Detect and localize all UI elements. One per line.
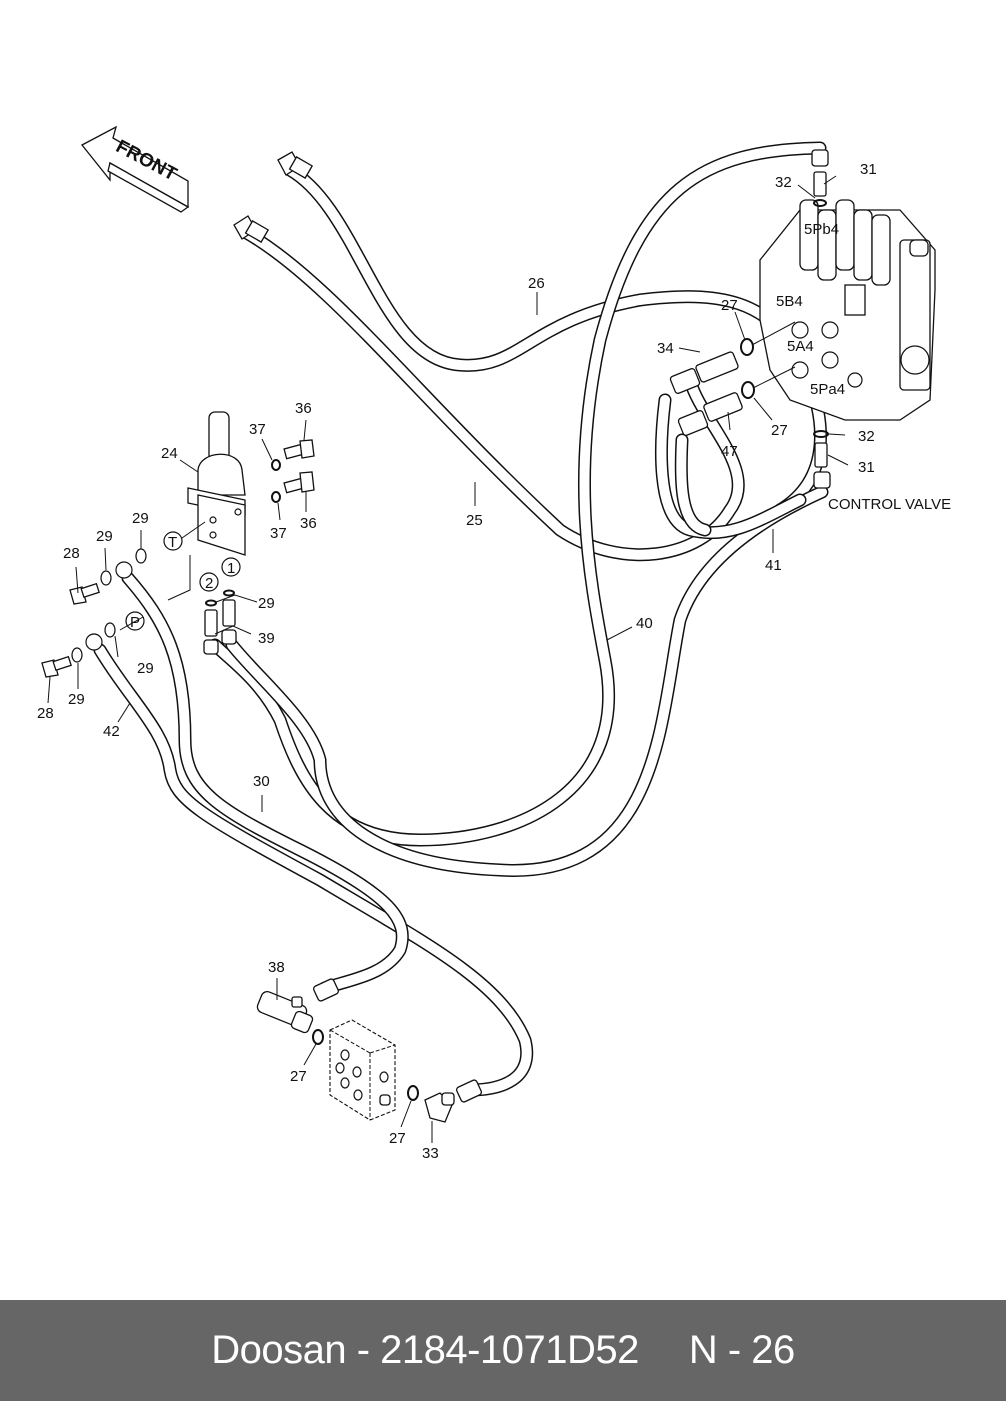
adapter-39 [203,599,237,655]
fitting-31-bottom [813,442,831,489]
hose-41 [225,485,829,877]
hydraulic-hose-diagram: FRONT [37,125,951,1162]
callout-39: 39 [258,630,275,647]
callout-27-block-left: 27 [290,1068,307,1085]
svg-text:2: 2 [205,575,213,592]
callout-41: 41 [765,557,782,574]
hose-25 [238,225,745,562]
washer-29-b [135,548,147,564]
footer-brand-part-number: Doosan - 2184-1071D52 [211,1328,639,1372]
callout-27-valve-lower: 27 [771,422,788,439]
port-1-marker: 1 [221,557,241,577]
o-ring-27-lower [741,381,755,399]
adapter-34 [669,351,739,394]
bolt-36-lower [283,471,315,494]
callout-29-c: 29 [137,660,154,677]
banjo-eye-upper [115,561,133,579]
o-ring-29-port2 [205,599,217,607]
front-direction-arrow: FRONT [81,125,190,213]
elbow-33 [424,1092,455,1123]
washer-29-d [71,647,83,663]
footer-page-reference: N - 26 [688,1328,795,1372]
callout-42: 42 [103,723,120,740]
fitting-31-top [811,149,829,197]
callout-30: 30 [253,773,270,790]
callout-28-upper: 28 [63,545,80,562]
hose-40 [208,141,827,847]
svg-text:P: P [130,614,140,631]
adapter-47 [677,392,743,436]
callout-32-bottom: 32 [858,428,875,445]
port-t-marker: T [163,531,183,551]
callout-28-lower: 28 [37,705,54,722]
callout-29-b: 29 [132,510,149,527]
hose-34-loop [655,393,807,540]
bolt-36-upper [283,439,315,460]
bolt-28-upper [69,582,100,605]
svg-text:1: 1 [227,560,235,577]
hose-42 [93,643,534,1097]
hose-fitting-30-end [312,978,340,1002]
manifold-block [329,1019,396,1121]
callout-47: 47 [721,443,738,460]
port-label-5b4: 5B4 [776,293,803,310]
banjo-eye-lower [85,633,103,651]
o-ring-27-upper [740,338,754,356]
control-valve-label: CONTROL VALVE [828,496,951,513]
callout-27-block-right: 27 [389,1130,406,1147]
hose-end-fitting-26 [277,151,314,179]
callout-24: 24 [161,445,178,462]
callout-29-ports: 29 [258,595,275,612]
fitting-38 [256,990,314,1034]
callout-37-upper: 37 [249,421,266,438]
port-label-5pb4: 5Pb4 [804,221,839,238]
hose-end-fitting-25 [233,215,270,243]
callout-34: 34 [657,340,674,357]
washer-29-a [100,570,112,586]
bolt-28-lower [41,655,72,678]
callout-31-top: 31 [860,161,877,178]
control-valve [759,199,936,421]
footer-caption-bar: Doosan - 2184-1071D52 N - 26 [0,1300,1006,1401]
port-label-5a4: 5A4 [787,338,814,355]
callout-29-d: 29 [68,691,85,708]
callout-36-upper: 36 [295,400,312,417]
callout-37-lower: 37 [270,525,287,542]
pilot-valve-24 [187,411,246,556]
callout-31-bottom: 31 [858,459,875,476]
o-ring-27-block-left [312,1029,324,1045]
callout-26: 26 [528,275,545,292]
callout-32-top: 32 [775,174,792,191]
callout-25: 25 [466,512,483,529]
callout-29-a: 29 [96,528,113,545]
o-ring-27-block-right [407,1085,419,1101]
callout-36-lower: 36 [300,515,317,532]
o-ring-29-port1 [223,589,235,597]
o-ring-32-top [813,199,827,207]
hose-30 [121,571,409,995]
callout-38: 38 [268,959,285,976]
washer-29-c [104,622,116,638]
callout-27-valve-upper: 27 [721,297,738,314]
port-label-5pa4: 5Pa4 [810,381,845,398]
callout-40: 40 [636,615,653,632]
hose-47-loop [674,433,712,537]
svg-text:T: T [168,534,177,551]
callout-33: 33 [422,1145,439,1162]
hose-fitting-42-end [455,1079,483,1103]
port-2-marker: 2 [199,572,219,592]
o-ring-32-bottom [813,430,829,438]
o-ring-37-upper [271,459,281,471]
o-ring-37-lower [271,491,281,503]
